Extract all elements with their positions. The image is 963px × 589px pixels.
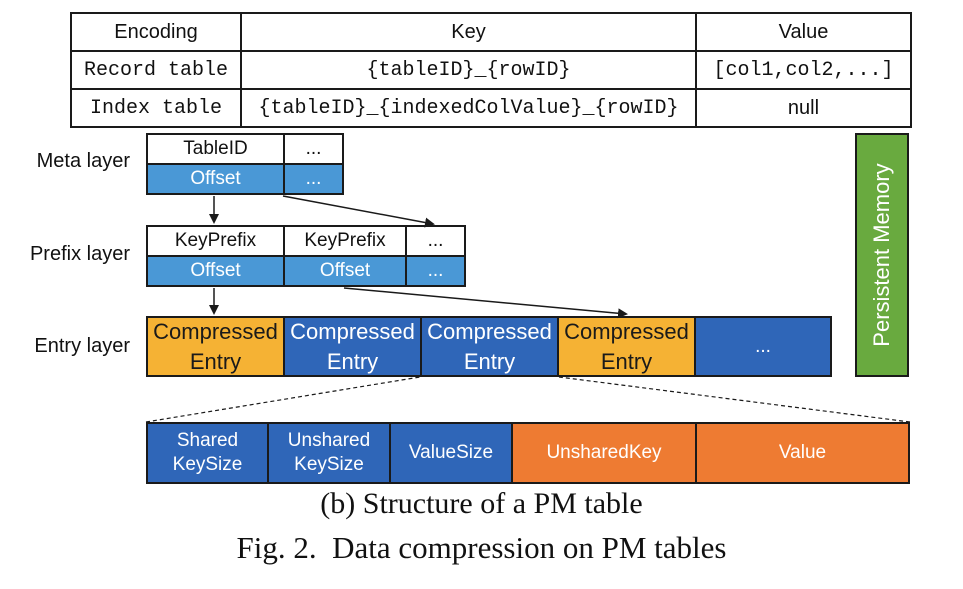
dashed-expand-left (145, 376, 421, 423)
figure-caption: Fig. 2. Data compression on PM tables (236, 530, 727, 565)
entry-layer-label: Entry layer (34, 335, 130, 357)
cell-encoding: Record table (70, 50, 242, 90)
entry-line2: Entry (189, 348, 242, 374)
header-key: Key (240, 12, 697, 52)
unshared-keysize-field: Unshared KeySize (267, 422, 391, 484)
prefix-offset-cell: Offset (283, 255, 407, 287)
entry-line2: Entry (326, 348, 379, 374)
cell-encoding: Index table (70, 88, 242, 128)
valuesize-field: ValueSize (389, 422, 513, 484)
header-value: Value (695, 12, 912, 52)
prefix-keyprefix-cell: KeyPrefix (146, 225, 285, 257)
compressed-entry: Compressed Entry (146, 316, 285, 377)
field-line2: KeySize (294, 454, 364, 475)
table-row: Index table {tableID}_{indexedColValue}_… (70, 88, 912, 128)
field-line1: Shared (176, 430, 239, 452)
prefix-ellipsis-cell: ... (405, 225, 466, 257)
meta-tableid-cell: TableID (146, 133, 285, 165)
compressed-entry: Compressed Entry (283, 316, 422, 377)
encoding-table: Encoding Key Value Record table {tableID… (70, 12, 912, 128)
compressed-entry: Compressed Entry (420, 316, 559, 377)
entry-line1: Compressed (153, 318, 278, 344)
field-line1: ValueSize (408, 442, 494, 464)
cell-key: {tableID}_{indexedColValue}_{rowID} (240, 88, 697, 128)
meta-layer-label: Meta layer (36, 150, 130, 172)
cell-key: {tableID}_{rowID} (240, 50, 697, 90)
table-header-row: Encoding Key Value (70, 12, 912, 52)
field-line1: Unshared (287, 430, 371, 452)
unsharedkey-field: UnsharedKey (511, 422, 697, 484)
meta-offset-ellipsis-cell: ... (283, 163, 344, 195)
prefix-layer-label: Prefix layer (29, 243, 130, 265)
entry-line1: Compressed (564, 318, 689, 344)
persistent-memory-box: Persistent Memory (855, 133, 909, 377)
subfigure-caption: (b) Structure of a PM table (320, 487, 643, 520)
entry-ellipsis: ... (694, 316, 832, 377)
cell-value: null (695, 88, 912, 128)
entry-line1: Compressed (427, 318, 552, 344)
cell-value: [col1,col2,...] (695, 50, 912, 90)
entry-line2: Entry (463, 348, 516, 374)
field-line1: UnsharedKey (546, 442, 662, 464)
field-line2: KeySize (172, 454, 243, 475)
entry-line1: ... (755, 335, 771, 357)
entry-line2: Entry (600, 348, 653, 374)
field-line1: Value (778, 442, 827, 464)
arrow-prefix-to-entry-4 (343, 287, 628, 319)
prefix-offset-ellipsis-cell: ... (405, 255, 466, 287)
value-field: Value (695, 422, 910, 484)
entry-line1: Compressed (290, 318, 415, 344)
dashed-expand-right (558, 376, 911, 423)
header-encoding: Encoding (70, 12, 242, 52)
arrow-meta-to-prefix-ellipsis (282, 195, 435, 228)
table-row: Record table {tableID}_{rowID} [col1,col… (70, 50, 912, 90)
